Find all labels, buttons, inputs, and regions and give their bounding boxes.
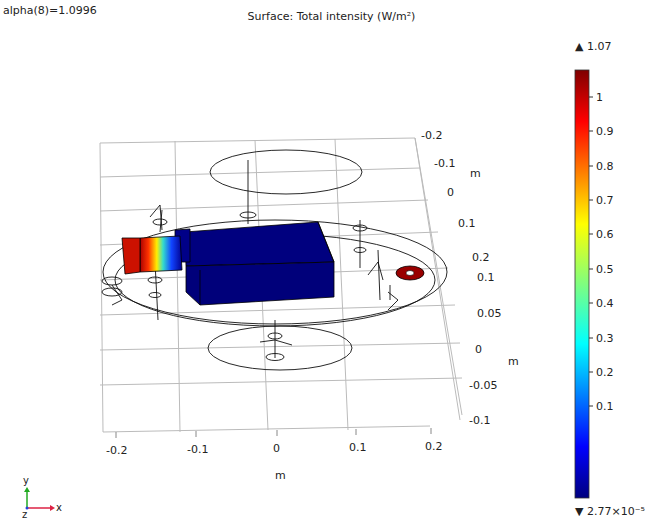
z-tick: 0.1 bbox=[458, 217, 476, 230]
y-tick: 0 bbox=[475, 343, 482, 356]
color-tick: 0.1 bbox=[596, 400, 614, 413]
axis-grid bbox=[100, 138, 462, 432]
color-bar bbox=[575, 70, 589, 498]
axis-unit: m bbox=[508, 355, 519, 368]
color-max: ▲ 1.07 bbox=[575, 40, 611, 53]
x-tick: 0.1 bbox=[349, 441, 367, 454]
color-min: ▼ 2.77×10⁻⁵ bbox=[575, 505, 645, 518]
color-tick: 0.4 bbox=[596, 297, 614, 310]
color-tick: 1 bbox=[596, 91, 603, 104]
color-bar-ticks bbox=[589, 97, 593, 406]
color-tick: 0.9 bbox=[596, 125, 614, 138]
triad-label: y bbox=[23, 474, 29, 487]
y-tick: 0.1 bbox=[477, 271, 495, 284]
color-tick: 0.8 bbox=[596, 160, 614, 173]
z-tick: 0 bbox=[447, 186, 454, 199]
color-tick: 0.3 bbox=[596, 332, 614, 345]
color-tick: 0.7 bbox=[596, 194, 614, 207]
parameter-value: alpha(8)=1.0996 bbox=[3, 4, 97, 17]
color-tick: 0.5 bbox=[596, 263, 614, 276]
axis-unit: m bbox=[470, 167, 481, 180]
y-tick: -0.1 bbox=[469, 414, 490, 427]
y-tick: 0.05 bbox=[477, 307, 502, 320]
y-tick: -0.05 bbox=[469, 379, 497, 392]
x-tick: -0.2 bbox=[106, 444, 127, 457]
triad-label: z bbox=[22, 508, 27, 521]
x-tick: 0 bbox=[273, 442, 280, 455]
axis-unit: m bbox=[275, 469, 286, 482]
color-tick: 0.2 bbox=[596, 366, 614, 379]
z-tick: -0.2 bbox=[421, 129, 442, 142]
z-tick: -0.1 bbox=[434, 157, 455, 170]
axis-triad bbox=[24, 487, 55, 511]
triad-label: x bbox=[56, 501, 62, 514]
x-tick: 0.2 bbox=[425, 440, 443, 453]
x-tick: -0.1 bbox=[187, 443, 208, 456]
outlet-ring bbox=[396, 266, 424, 280]
tick-marks bbox=[116, 428, 431, 438]
plot-title: Surface: Total intensity (W/m²) bbox=[0, 10, 663, 23]
device-body bbox=[122, 222, 334, 305]
z-tick: 0.2 bbox=[472, 251, 490, 264]
color-tick: 0.6 bbox=[596, 228, 614, 241]
geometry-wireframe bbox=[102, 150, 447, 370]
